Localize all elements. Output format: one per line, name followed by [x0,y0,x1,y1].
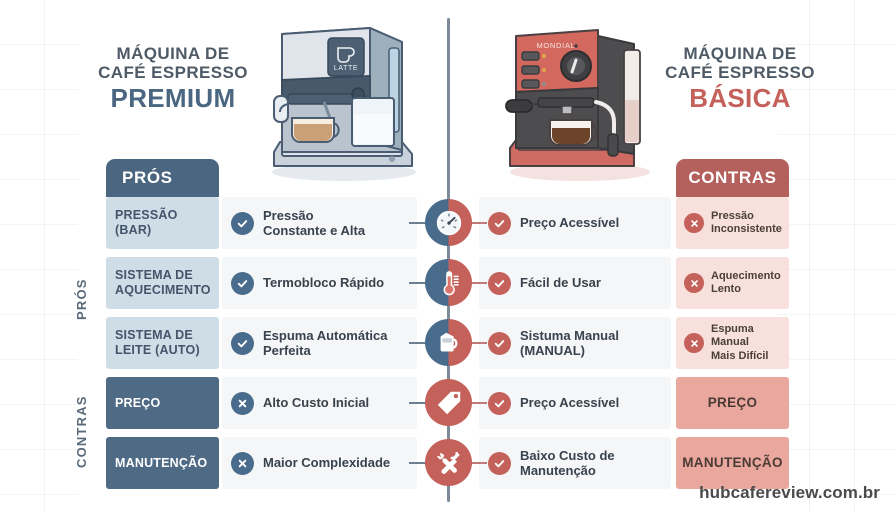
right-statement-panel[interactable]: Fácil de Usar [479,257,671,309]
left-title-line2: CAFÉ ESPRESSO [98,63,248,83]
check-icon [488,211,511,235]
price-tag-icon [425,379,472,426]
left-title-line1: MÁQUINA DE [116,44,230,63]
left-statement-text: Termobloco Rápido [263,275,385,291]
left-category-chip[interactable]: MANUTENÇÃO [106,437,219,489]
right-statement-text: Preço Acessível [520,395,620,411]
left-category-chip[interactable]: PRESSÃO(BAR) [106,197,219,249]
left-category-label: MANUTENÇÃO [115,455,208,470]
right-title-line2: CAFÉ ESPRESSO [665,63,815,83]
check-icon [488,271,511,295]
column-header-contras[interactable]: CONTRAS [676,159,789,197]
site-watermark: hubcafereview.com.br [699,483,880,502]
svg-text:LATTE: LATTE [334,65,358,72]
right-statement-text: Preço Acessível [520,215,620,231]
svg-text:MONDIAL: MONDIAL [536,41,575,50]
right-statement-text: Fácil de Usar [520,275,601,291]
left-title-emphasis: PREMIUM [110,83,236,114]
cross-icon [684,273,704,293]
check-icon [231,331,254,355]
right-category-chip[interactable]: MANUTENÇÃO [676,437,789,489]
left-statement-text: Maior Complexidade [263,455,391,471]
right-statement-panel[interactable]: Sistuma Manual(MANUAL) [479,317,671,369]
left-connector-line [409,402,427,404]
table-row: PREÇO Alto Custo Inicial Preço Acessível PR… [0,377,896,433]
check-icon [488,451,511,475]
right-category-chip[interactable]: PREÇO [676,377,789,429]
table-row: MANUTENÇÃO Maior Complexidade Baixo Custo … [0,437,896,493]
milk-pitcher-icon [425,319,472,366]
check-icon [488,331,511,355]
right-statement-panel[interactable]: Preço Acessível [479,197,671,249]
right-title-block: MÁQUINA DE CAFÉ ESPRESSO BÁSICA [650,44,830,113]
cross-icon [231,391,254,415]
cross-icon [231,451,254,475]
left-connector-line [409,462,427,464]
column-header-pros[interactable]: PRÓS [106,159,219,197]
check-icon [231,211,254,235]
left-statement-panel[interactable]: Termobloco Rápido [222,257,417,309]
check-icon [231,271,254,295]
tools-icon [425,439,472,486]
left-connector-line [409,282,427,284]
left-statement-panel[interactable]: Alto Custo Inicial [222,377,417,429]
left-statement-text: Alto Custo Inicial [263,395,370,411]
right-connector-line [471,282,487,284]
right-connector-line [471,402,487,404]
thermometer-icon [425,259,472,306]
left-category-chip[interactable]: PREÇO [106,377,219,429]
left-category-label: PRESSÃO(BAR) [115,208,178,237]
right-category-label: MANUTENÇÃO [682,454,783,470]
left-connector-line [409,342,427,344]
premium-espresso-machine-illustration: LATTE [272,27,416,181]
basic-espresso-machine-illustration: MONDIAL [505,29,650,181]
right-category-label: PREÇO [707,394,758,410]
right-statement-text: Sistuma Manual(MANUAL) [520,327,619,358]
left-category-label: PREÇO [115,395,161,410]
right-connector-line [471,222,487,224]
speedometer-icon [425,199,472,246]
right-statement-panel[interactable]: Preço Acessível [479,377,671,429]
cross-icon [684,333,704,353]
right-title-emphasis: BÁSICA [689,83,791,114]
left-title-block: MÁQUINA DE CAFÉ ESPRESSO PREMIUM [88,44,258,113]
left-connector-line [409,222,427,224]
right-connector-line [471,462,487,464]
cross-icon [684,213,704,233]
right-title-line1: MÁQUINA DE [683,44,797,63]
right-connector-line [471,342,487,344]
check-icon [488,391,511,415]
left-statement-panel[interactable]: Maior Complexidade [222,437,417,489]
